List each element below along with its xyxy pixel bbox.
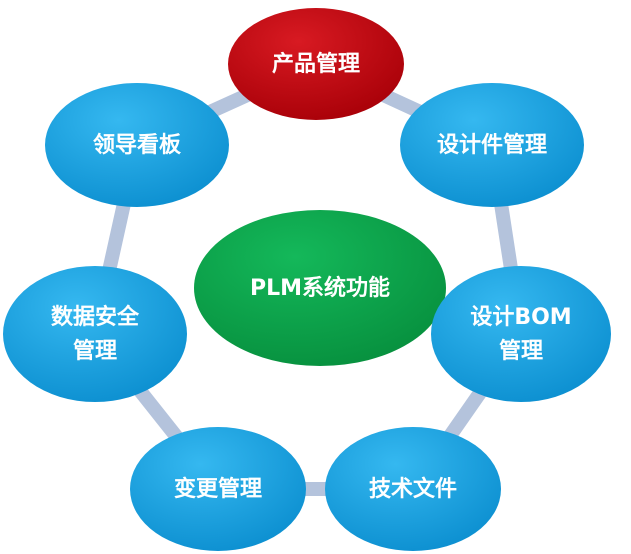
node-ellipse	[45, 83, 229, 207]
node-ellipse	[130, 427, 306, 551]
center-node: PLM系统功能	[194, 210, 446, 366]
node-design-part-management: 设计件管理	[400, 83, 584, 207]
center-node-label: PLM系统功能	[250, 275, 390, 301]
node-ellipse	[3, 266, 187, 402]
node-design-bom-management-label: 设计BOM	[470, 305, 571, 330]
node-ellipse	[431, 266, 611, 402]
node-change-management-label: 变更管理	[174, 476, 262, 502]
node-leadership-dashboard: 领导看板	[45, 83, 229, 207]
node-design-bom-management-label: 管理	[499, 338, 543, 364]
node-data-security-management-label: 数据安全	[51, 304, 140, 330]
node-design-part-management-label: 设计件管理	[437, 132, 547, 158]
node-change-management: 变更管理	[130, 427, 306, 551]
node-design-bom-management: 设计BOM 管理	[431, 266, 611, 402]
node-product-management: 产品管理	[228, 8, 404, 120]
node-ellipse	[228, 8, 404, 120]
node-data-security-management-label: 管理	[73, 338, 117, 364]
node-ellipse	[325, 427, 501, 551]
node-leadership-dashboard-label: 领导看板	[93, 132, 182, 158]
node-technical-documents: 技术文件	[325, 427, 501, 551]
node-technical-documents-label: 技术文件	[369, 476, 457, 502]
node-product-management-label: 产品管理	[272, 51, 360, 77]
center-ellipse	[194, 210, 446, 366]
node-ellipse	[400, 83, 584, 207]
